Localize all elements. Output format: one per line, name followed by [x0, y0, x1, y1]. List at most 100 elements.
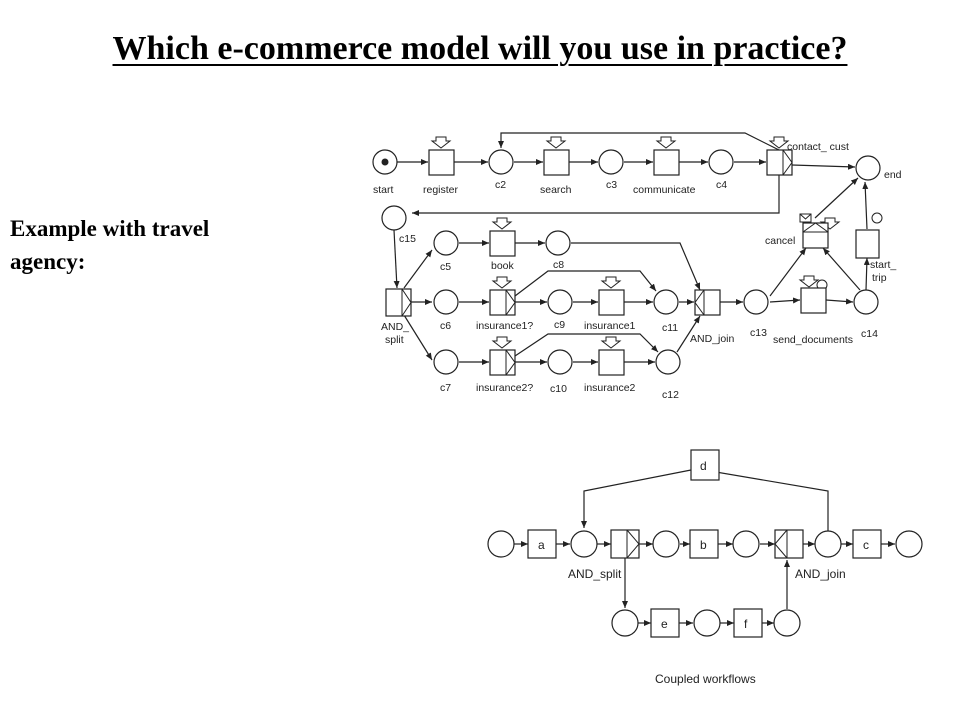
arc	[814, 177, 859, 219]
transition-and-split	[610, 529, 640, 559]
clock-icon	[871, 212, 883, 224]
label-c: c	[863, 538, 869, 552]
transition-e	[650, 608, 680, 638]
trigger-icon	[430, 136, 452, 149]
trigger-icon	[545, 136, 567, 149]
arc	[581, 469, 692, 528]
transition-insurance2q	[489, 349, 516, 376]
label-c14: c14	[861, 328, 878, 340]
travel-agency-workflow-diagram: start register c2 search c3 communicate …	[372, 132, 902, 401]
transition-insurance1q	[489, 289, 516, 316]
arc	[769, 247, 807, 297]
place-c3	[598, 149, 624, 175]
transition-insurance1	[598, 289, 625, 316]
trigger-icon	[491, 217, 513, 230]
example-text-line1: Example with travel	[10, 216, 210, 241]
label-insurance1: insurance1	[584, 320, 636, 332]
caption: Coupled workflows	[655, 672, 756, 686]
arc	[498, 132, 780, 151]
label-start-trip-1: start_	[870, 259, 896, 271]
xor-split-marker	[505, 349, 516, 376]
label-e: e	[661, 617, 668, 631]
label-c11: c11	[662, 322, 678, 334]
trigger-icon	[600, 276, 622, 289]
arc	[514, 333, 659, 357]
label-c10: c10	[550, 383, 567, 395]
envelope-icon	[799, 213, 812, 223]
label-c4: c4	[716, 179, 727, 191]
transition-insurance2	[598, 349, 625, 376]
arc	[863, 257, 870, 291]
place-c4	[708, 149, 734, 175]
place	[652, 530, 680, 558]
label-insurance2: insurance2	[584, 382, 636, 394]
label-search: search	[540, 184, 572, 196]
transition-start-trip	[855, 229, 880, 259]
trigger-icon	[798, 275, 820, 288]
label-end: end	[884, 169, 902, 181]
place-end	[855, 155, 881, 181]
label-contact-cust: contact_ cust	[787, 141, 849, 153]
place-c6	[433, 289, 459, 315]
trigger-icon	[600, 336, 622, 349]
transition-contact-cust	[766, 149, 793, 176]
coupled-workflows-diagram: d a b c e f AND_split AND_join Coupled w…	[487, 449, 923, 686]
trigger-icon	[491, 276, 513, 289]
transition-and-join	[774, 529, 804, 559]
transition-communicate	[653, 149, 680, 176]
label-and-split-2: split	[385, 334, 404, 346]
place-c8	[545, 230, 571, 256]
label-and-join: AND_join	[690, 333, 735, 345]
transition-and-split	[385, 288, 412, 317]
label-send-documents: send_documents	[773, 334, 853, 346]
arc	[862, 181, 869, 230]
trigger-icon	[768, 136, 790, 149]
place	[487, 530, 515, 558]
and-join-marker	[774, 529, 788, 559]
transition-d	[690, 449, 720, 481]
transition-cancel	[802, 222, 829, 249]
arc	[571, 242, 701, 291]
trigger-icon	[491, 336, 513, 349]
arc	[514, 270, 657, 297]
label-c3: c3	[606, 179, 617, 191]
arc	[769, 297, 801, 304]
place	[570, 530, 598, 558]
label-c7: c7	[440, 382, 451, 394]
label-and-split-1: AND_	[381, 321, 409, 333]
label-start: start	[373, 184, 394, 196]
place	[693, 609, 721, 637]
slide-title: Which e-commerce model will you use in p…	[112, 30, 848, 67]
place	[732, 530, 760, 558]
arc	[703, 468, 829, 531]
label-c6: c6	[440, 320, 451, 332]
place	[611, 609, 639, 637]
envelope-icon	[799, 213, 812, 220]
label-f: f	[744, 617, 748, 631]
place-c15	[381, 205, 407, 231]
label-d: d	[700, 459, 707, 473]
place	[814, 530, 842, 558]
label-cancel: cancel	[765, 235, 795, 247]
arc	[825, 298, 854, 305]
label-c9: c9	[554, 319, 565, 331]
place-c11	[653, 289, 679, 315]
transition-search	[543, 149, 570, 176]
arc	[412, 175, 780, 216]
trigger-icon	[655, 136, 677, 149]
arc	[676, 315, 701, 353]
place-c7	[433, 349, 459, 375]
arc	[822, 247, 861, 291]
label-b: b	[700, 538, 707, 552]
label-book: book	[491, 260, 515, 272]
label-c15: c15	[399, 233, 416, 245]
label-c8: c8	[553, 259, 564, 271]
place	[895, 530, 923, 558]
trigger-icon	[819, 217, 841, 230]
place-c10	[547, 349, 573, 375]
label-c2: c2	[495, 179, 506, 191]
example-text-line2: agency:	[10, 249, 86, 274]
label-and-join: AND_join	[795, 567, 846, 581]
xor-split-marker	[505, 289, 516, 316]
place-c13	[743, 289, 769, 315]
